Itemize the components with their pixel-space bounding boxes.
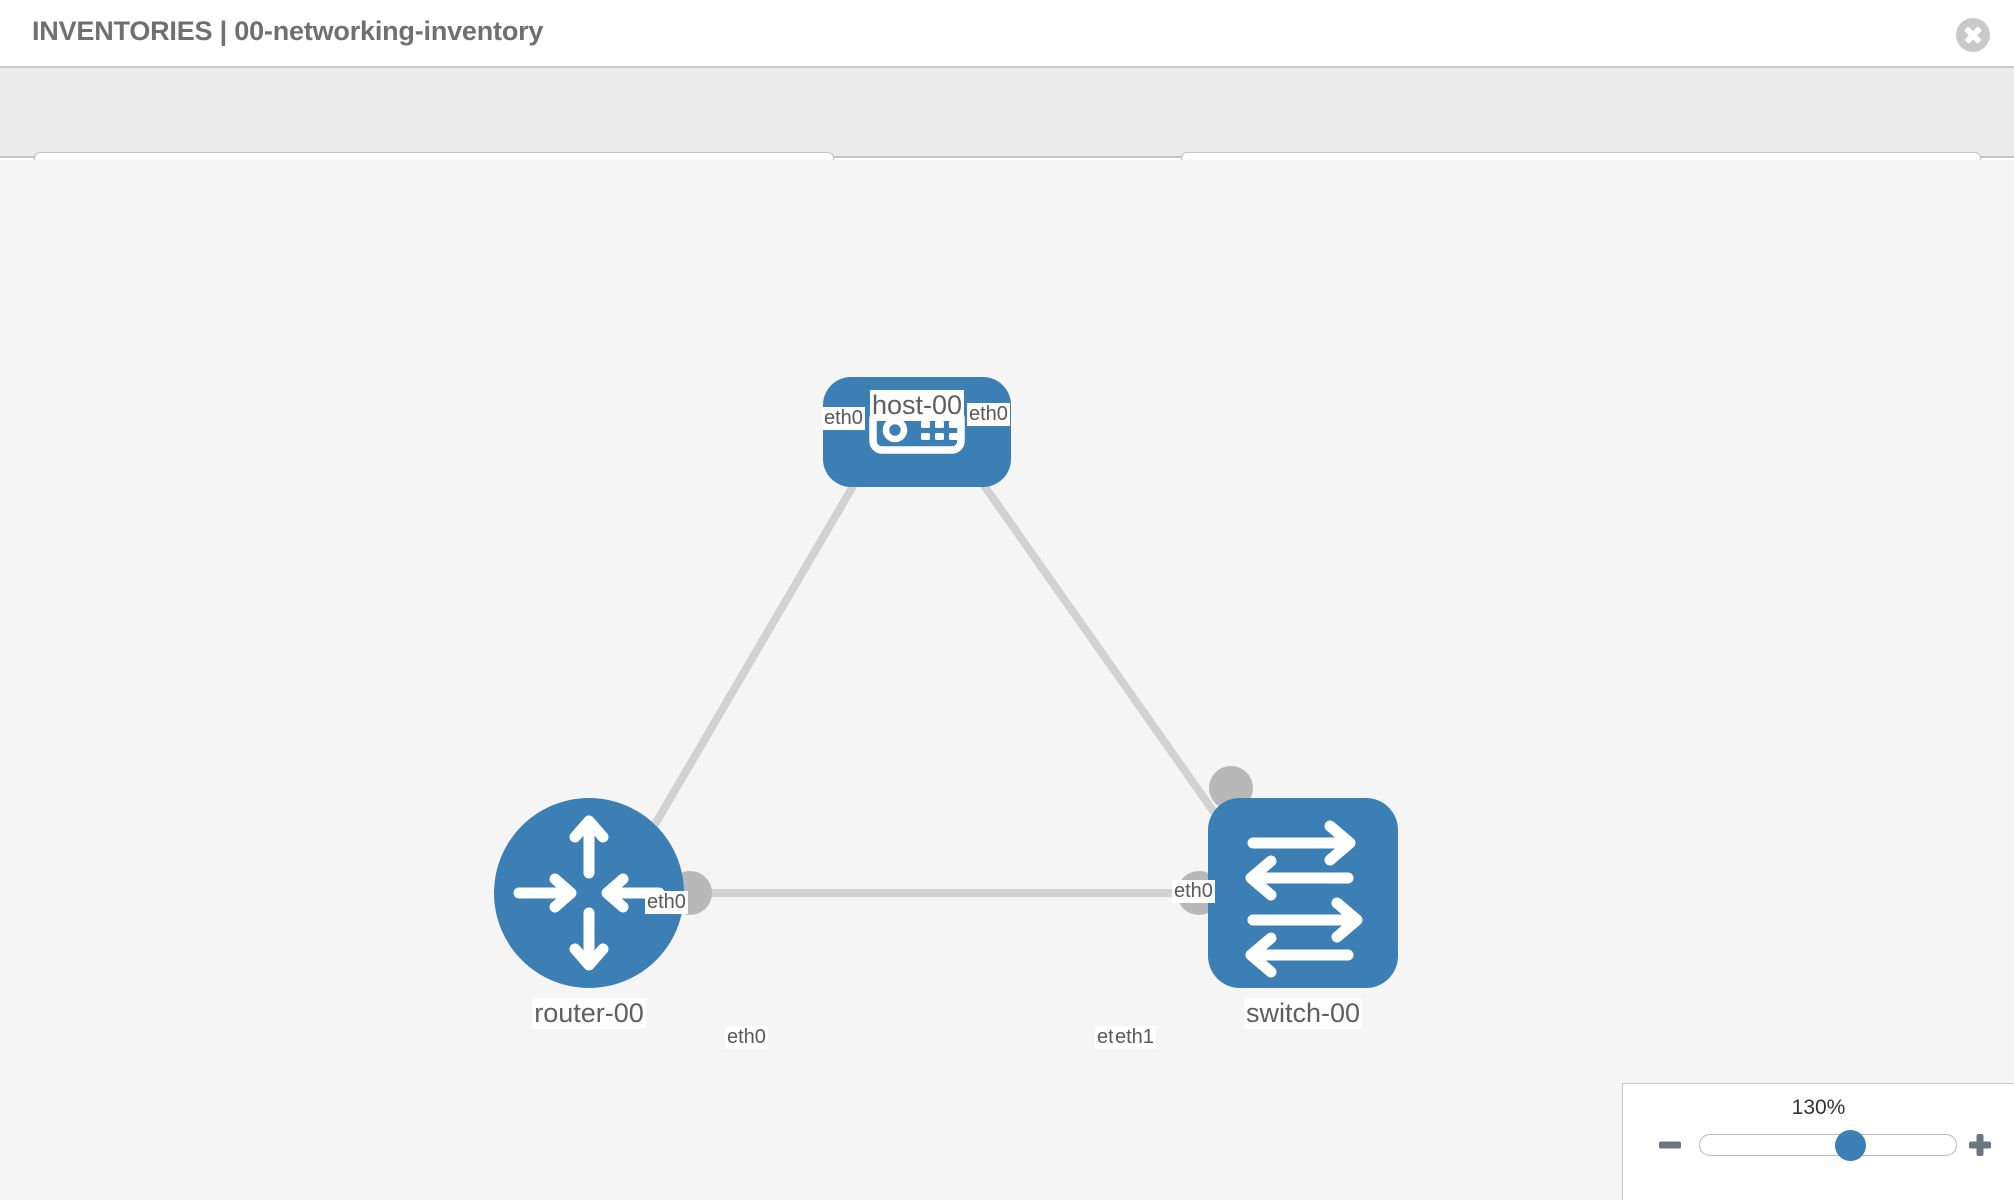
zoom-control-panel: 130% xyxy=(1622,1083,2014,1200)
zoom-out-button[interactable] xyxy=(1655,1130,1685,1160)
node-label-switch-00: switch-00 xyxy=(1243,998,1363,1029)
zoom-slider-thumb[interactable] xyxy=(1835,1130,1866,1161)
node-label-host-00: host-00 xyxy=(869,390,965,421)
edge-host00-router00 xyxy=(636,437,884,853)
node-label-router-00: router-00 xyxy=(532,998,646,1029)
router-arrows-icon xyxy=(513,815,665,971)
node-router-00-shape xyxy=(494,798,684,988)
zoom-slider[interactable] xyxy=(1699,1130,1957,1161)
page-header: INVENTORIES | 00-networking-inventory xyxy=(0,0,2014,68)
switch-arrows-icon xyxy=(1245,820,1363,978)
topology-graph xyxy=(494,377,1398,988)
topology-edges xyxy=(636,437,1232,897)
zoom-percent-label: 130% xyxy=(1791,1096,1846,1119)
topology-canvas[interactable]: host-00 router-00 switch-00 eth0 eth0 et… xyxy=(0,160,2014,1200)
plus-icon-vertical xyxy=(1976,1134,1984,1156)
edge-host00-switch00 xyxy=(948,437,1232,835)
edge-label-host00-eth0-right: eth0 xyxy=(967,403,1010,426)
edge-label-router00-eth0-uplink: eth0 xyxy=(645,891,688,914)
edge-label-host00-eth0-left: eth0 xyxy=(822,407,865,430)
edge-label-switch00-eth1: eth1 xyxy=(1113,1026,1156,1049)
zoom-in-button[interactable] xyxy=(1965,1130,1995,1160)
close-icon[interactable] xyxy=(1956,18,1990,52)
edge-label-switch00-eth0-uplink: eth0 xyxy=(1172,880,1215,903)
edge-label-router00-eth0: eth0 xyxy=(725,1026,768,1049)
toolbar: ACTIONS SEARCH xyxy=(0,68,2014,204)
minus-icon xyxy=(1659,1141,1681,1149)
node-router-00 xyxy=(494,798,684,988)
node-switch-00 xyxy=(1208,798,1398,988)
server-icon xyxy=(869,406,965,454)
page-title: INVENTORIES | 00-networking-inventory xyxy=(32,16,544,46)
